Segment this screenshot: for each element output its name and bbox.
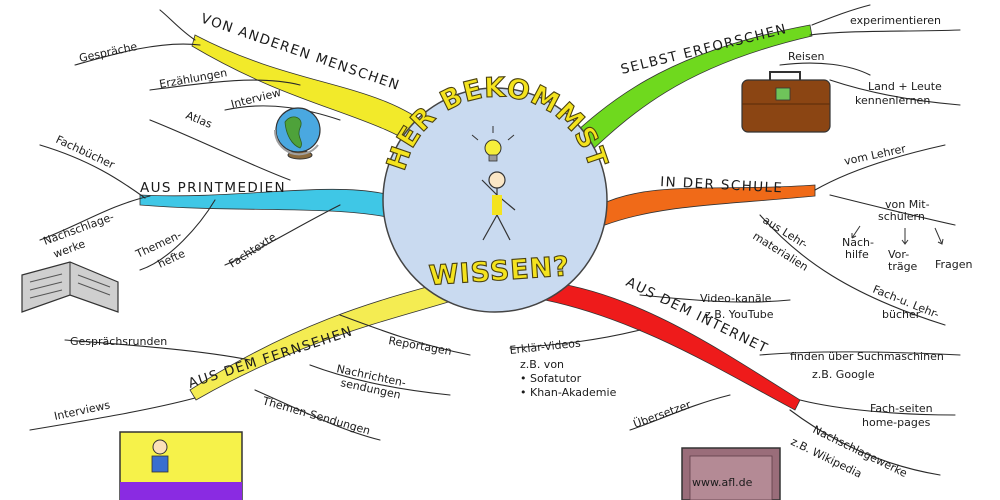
leaf-schuelern: schülern — [878, 210, 925, 223]
leaf-home-pages: home-pages — [862, 416, 931, 429]
branch-internet-ribbon — [544, 281, 801, 411]
leaf-reisen: Reisen — [788, 50, 824, 63]
leaf-erklaer-videos: Erklär-Videos — [509, 337, 582, 357]
leaf-reportagen: Reportagen — [387, 334, 452, 358]
branch-schule-ribbon — [599, 184, 816, 226]
branch-label-schule: IN DER SCHULE — [660, 174, 784, 196]
leaf-erzaehlungen: Erzählungen — [158, 66, 228, 91]
leaf-interviews: Interviews — [53, 398, 112, 423]
leaf-gespraeche: Gespräche — [78, 40, 139, 65]
leaf-google: z.B. Google — [812, 368, 875, 381]
leaf-atlas: Atlas — [184, 109, 214, 131]
arrow-group — [851, 225, 944, 245]
lightbulb-icon — [471, 126, 515, 162]
leaf-gespraechsrunden: Gesprächsrunden — [70, 335, 167, 348]
stick-figure-icon — [481, 171, 516, 241]
leaf-fragen: Fragen — [935, 258, 973, 271]
leaf-interview: Interview — [230, 86, 283, 111]
leaf-khan-akademie: • Khan-Akademie — [520, 386, 617, 399]
branch-menschen-ribbon — [191, 34, 441, 156]
leaf-fach-seiten: Fach-seiten — [870, 402, 933, 415]
sign-url: www.afl.de — [692, 476, 753, 489]
leaf-vor: Vor- — [888, 248, 909, 261]
branch-fernsehen-ribbon — [189, 281, 456, 401]
leaf-suchmaschinen: finden über Suchmaschinen — [790, 350, 944, 363]
leaf-video-kanaele: Video-kanäle — [700, 292, 772, 305]
center-title-bottom: WISSEN? — [428, 251, 571, 292]
branch-label-print: AUS PRINTMEDIEN — [140, 180, 286, 196]
leaf-kennenlernen: kennenlernen — [855, 94, 930, 107]
sign-icon: www.afl.de — [681, 447, 781, 500]
suitcase-icon — [741, 71, 831, 133]
leaf-von-mit: von Mit- — [885, 198, 930, 211]
book-icon — [21, 261, 119, 313]
leaf-land-leute: Land + Leute — [868, 80, 942, 93]
globe-icon — [273, 107, 321, 160]
leaf-fachtexte: Fachtexte — [227, 230, 279, 270]
leaf-traege: träge — [888, 260, 918, 273]
twigs — [29, 4, 961, 476]
leaf-youtube: z.B. YouTube — [705, 308, 774, 321]
tv-screen-icon — [119, 431, 243, 500]
branch-label-fernsehen: AUS DEM FERNSEHEN — [186, 323, 355, 391]
leaf-zb-von: z.B. von — [520, 358, 564, 371]
leaf-themen-sendungen: Themen-Sendungen — [260, 394, 372, 437]
leaf-nach: Nach- — [842, 236, 874, 249]
leaf-experimentieren: experimentieren — [850, 14, 941, 27]
leaf-buecher: bücher — [882, 308, 921, 321]
leaf-uebersetzer: Übersetzer — [632, 398, 693, 431]
leaf-sofatutor: • Sofatutor — [520, 372, 582, 385]
leaf-hilfe: hilfe — [845, 248, 869, 261]
